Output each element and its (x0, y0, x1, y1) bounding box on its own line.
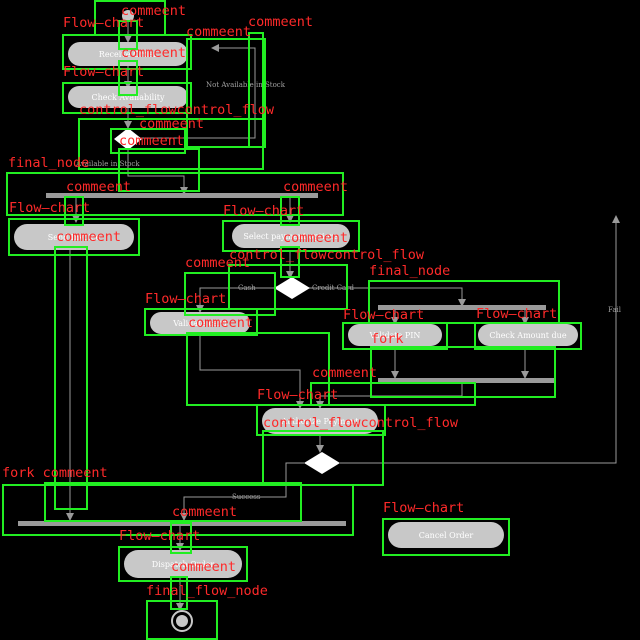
edge-credit-card (308, 287, 466, 307)
action-authorize-payment: Authorize Payment (262, 408, 378, 434)
initial-node (122, 10, 134, 22)
label-credit-card: Credit Card (312, 284, 354, 292)
edge-success (180, 462, 304, 521)
action-check-availability: Check Availability (68, 86, 188, 108)
action-send-invoice: Send Invoice (14, 224, 134, 250)
label-cash: Cash (238, 284, 256, 292)
edge-join-authorize (316, 382, 463, 409)
action-check-amount: Check Amount due (478, 324, 578, 346)
action-validate-pin: Validate PIN (348, 324, 442, 346)
action-validate-card: Validate card (150, 312, 250, 334)
activity-final-node-outer (171, 610, 193, 632)
action-receive-order: Receive Order (68, 42, 188, 66)
decision-availability (114, 128, 142, 150)
action-select-payment: Select payment options (232, 224, 350, 248)
edge-not-available (140, 44, 256, 139)
decision-authorization (304, 452, 340, 474)
fork-bar-credit (378, 305, 546, 310)
label-success: Success (232, 493, 261, 501)
edge-cash (196, 287, 278, 313)
edge-fail (340, 215, 620, 464)
label-not-available: Not Available in Stock (206, 81, 285, 89)
action-dispatch-order: Dispatch Order (124, 550, 242, 578)
action-cancel-order: Cancel Order (388, 522, 504, 548)
join-bar-main (18, 521, 346, 526)
activity-final-node-inner (176, 615, 188, 627)
label-available: Available in Stock (76, 160, 140, 168)
label-fail: Fail (608, 306, 622, 314)
fork-bar-main (46, 193, 318, 198)
edge-available (127, 150, 188, 195)
edge-card-authorize (199, 334, 304, 409)
join-bar-credit (378, 378, 554, 383)
decision-payment-method (274, 277, 310, 299)
